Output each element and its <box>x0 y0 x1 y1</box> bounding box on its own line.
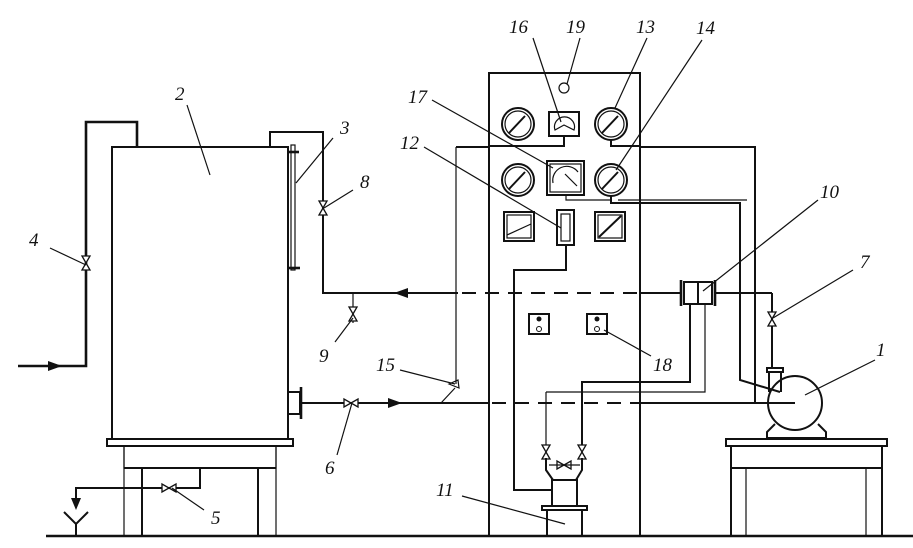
valve-8-icon <box>318 200 328 216</box>
label-4: 4 <box>29 230 39 251</box>
label-15: 15 <box>376 355 395 376</box>
label-7: 7 <box>860 252 871 273</box>
label-18: 18 <box>653 355 673 376</box>
label-1: 1 <box>876 340 886 361</box>
inlet-pipe <box>18 120 139 371</box>
differential-pressure-cell <box>541 392 588 536</box>
label-11: 11 <box>436 480 454 501</box>
label-14: 14 <box>696 18 716 39</box>
leader-lines <box>49 37 876 525</box>
label-13: 13 <box>636 17 655 38</box>
valve-7-icon <box>767 311 777 327</box>
switch-right <box>586 313 608 335</box>
pressure-gauge <box>594 107 640 147</box>
label-12: 12 <box>400 133 420 154</box>
switch-left <box>528 313 550 335</box>
level-gauge <box>288 144 300 271</box>
gauge-top-left <box>501 107 535 141</box>
label-10: 10 <box>820 182 840 203</box>
flowmeter <box>546 280 717 448</box>
return-pipe <box>269 131 777 368</box>
gauge-mid-left <box>501 163 535 197</box>
label-5: 5 <box>211 508 221 529</box>
drain-pipe <box>63 468 201 536</box>
vacuum-gauge <box>594 163 781 393</box>
control-panel <box>456 72 781 537</box>
suction-arrow-icon <box>388 398 402 408</box>
label-8: 8 <box>360 172 370 193</box>
label-17: 17 <box>408 87 429 108</box>
ammeter <box>546 160 610 201</box>
label-6: 6 <box>325 458 335 479</box>
valve-4-icon <box>81 255 91 271</box>
label-16: 16 <box>509 17 529 38</box>
pump <box>725 367 888 536</box>
label-9: 9 <box>319 346 329 367</box>
drain-arrow-icon <box>71 498 81 510</box>
drain-funnel-icon <box>63 511 89 536</box>
flow-arrow-icon <box>48 361 62 371</box>
return-arrow-icon <box>394 288 408 298</box>
label-19: 19 <box>566 17 586 38</box>
suction-pipe <box>287 147 795 419</box>
meter-right <box>594 211 626 242</box>
meter-left <box>503 211 535 242</box>
indicator-lamp <box>558 82 570 94</box>
label-3: 3 <box>339 118 350 139</box>
label-2: 2 <box>175 84 185 105</box>
valve-5-icon <box>161 483 177 493</box>
